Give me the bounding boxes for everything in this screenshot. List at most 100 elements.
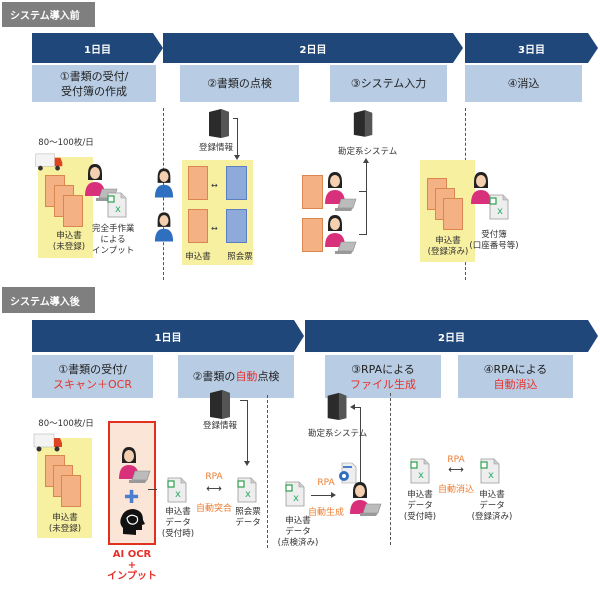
application-data-received-label: 申込書データ(受付時) bbox=[402, 490, 438, 523]
manual-input-label: 完全手作業によるインプット bbox=[92, 224, 135, 257]
text: (口座番号等) bbox=[469, 241, 519, 251]
truck-icon bbox=[33, 432, 63, 452]
excel-file-icon: x bbox=[285, 480, 305, 508]
application-data-registered-label: 申込書データ(登録済み) bbox=[470, 490, 514, 523]
operator-icon bbox=[324, 170, 346, 204]
arrow-head bbox=[363, 158, 369, 163]
step-label-highlight: 自動消込 bbox=[493, 377, 538, 391]
inquiry-form-label: 照会票 bbox=[227, 252, 253, 262]
text: (登録済み) bbox=[427, 247, 469, 257]
excel-file-icon: x bbox=[237, 476, 257, 504]
text: (受付時) bbox=[403, 512, 437, 522]
step-label: ①書類の受付/ bbox=[59, 69, 129, 83]
text: 申込書 bbox=[52, 513, 78, 523]
laptop-icon bbox=[335, 241, 357, 255]
day-2-bar: 2日目 bbox=[163, 33, 463, 63]
step-1-box: ①書類の受付/ スキャン＋OCR bbox=[32, 355, 153, 398]
application-data-received-label: 申込書データ(受付時) bbox=[160, 507, 196, 540]
inquiry-doc-icon bbox=[226, 209, 247, 243]
day-1-bar: 1日目 bbox=[32, 320, 304, 352]
svg-text:x: x bbox=[293, 493, 299, 504]
auto-generate-label: 自動生成 bbox=[308, 508, 345, 518]
step-4-box: ④RPAによる 自動消込 bbox=[458, 355, 573, 398]
auto-reconcile-label: 自動消込 bbox=[437, 485, 474, 495]
connector-line bbox=[359, 191, 367, 192]
bidirectional-arrow-icon: ⟷ bbox=[206, 482, 222, 495]
divider bbox=[267, 395, 268, 548]
application-registered-label: 申込書(登録済み) bbox=[424, 236, 472, 258]
section-tag-before: システム導入前 bbox=[2, 2, 95, 27]
svg-text:x: x bbox=[115, 204, 121, 215]
registration-info-label: 登録情報 bbox=[202, 421, 237, 431]
step-3-box: ③RPAによる ファイル生成 bbox=[325, 355, 441, 398]
connector-line bbox=[247, 400, 248, 462]
step-label: ③システム入力 bbox=[350, 77, 427, 90]
accounting-system-label: 勘定系システム bbox=[338, 147, 398, 157]
arrow-head bbox=[234, 155, 240, 160]
document-icon bbox=[63, 195, 83, 227]
checker-icon bbox=[154, 166, 174, 198]
accounting-system-label: 勘定系システム bbox=[308, 429, 368, 439]
connector-line bbox=[366, 162, 367, 234]
excel-file-icon: x bbox=[489, 194, 509, 220]
svg-text:x: x bbox=[245, 489, 251, 500]
step-label: ④消込 bbox=[507, 77, 540, 90]
step-3-box: ③システム入力 bbox=[330, 65, 447, 102]
step-label: ②書類の点検 bbox=[207, 77, 272, 90]
rpa-label: RPA bbox=[447, 455, 465, 465]
volume-label: 80～100枚/日 bbox=[38, 138, 94, 148]
text: (受付時) bbox=[161, 529, 195, 539]
compare-arrow-icon: ↔ bbox=[211, 224, 218, 233]
server-icon bbox=[205, 108, 233, 138]
text: + bbox=[127, 560, 137, 571]
plus-icon: ✚ bbox=[124, 487, 140, 508]
divider bbox=[390, 393, 391, 545]
application-unregistered-label: 申込書(未登録) bbox=[44, 513, 86, 535]
ai-ocr-label: AI OCR+インプット bbox=[100, 549, 164, 582]
text: データ bbox=[285, 527, 311, 537]
text: 受付簿 bbox=[481, 230, 507, 240]
gear-document-icon bbox=[337, 462, 357, 484]
connector-line bbox=[311, 495, 331, 496]
text: データ bbox=[235, 518, 261, 528]
step-label: ②書類の bbox=[192, 370, 236, 383]
connector-line bbox=[237, 118, 238, 156]
server-icon bbox=[325, 392, 349, 420]
rpa-label: RPA bbox=[205, 472, 223, 482]
application-doc-icon bbox=[188, 209, 208, 243]
text: による bbox=[100, 235, 126, 245]
arrow-head bbox=[244, 461, 250, 466]
step-label-highlight: 自動 bbox=[235, 370, 258, 383]
text: インプット bbox=[107, 571, 157, 582]
text: 完全手作業 bbox=[92, 224, 135, 234]
text: 申込書 bbox=[285, 516, 311, 526]
connector-line bbox=[352, 407, 360, 408]
connector-line bbox=[148, 489, 157, 490]
step-4-box: ④消込 bbox=[465, 65, 582, 102]
text: AI OCR bbox=[112, 549, 152, 560]
svg-text:x: x bbox=[418, 470, 424, 481]
arrow-head bbox=[350, 404, 355, 410]
text: 申込書 bbox=[435, 236, 461, 246]
step-label: 点検 bbox=[257, 370, 280, 383]
step-2-box: ②書類の自動点検 bbox=[178, 355, 294, 398]
step-label: ③RPAによる bbox=[351, 362, 415, 376]
document-icon bbox=[443, 198, 463, 230]
volume-label: 80～100枚/日 bbox=[38, 419, 94, 429]
svg-text:x: x bbox=[488, 470, 494, 481]
server-icon bbox=[208, 389, 232, 419]
text: データ bbox=[479, 501, 505, 511]
excel-file-icon: x bbox=[167, 476, 187, 504]
truck-icon bbox=[34, 152, 64, 171]
document-icon bbox=[302, 218, 323, 252]
laptop-icon bbox=[129, 470, 151, 484]
excel-file-icon: x bbox=[480, 457, 500, 485]
operator-icon bbox=[84, 162, 106, 196]
excel-file-icon: x bbox=[410, 457, 430, 485]
checker-icon bbox=[154, 210, 174, 242]
ai-brain-head-icon bbox=[119, 508, 145, 536]
step-label-highlight: ファイル生成 bbox=[350, 377, 416, 391]
document-icon bbox=[302, 175, 323, 209]
document-icon bbox=[61, 475, 81, 507]
section-tag-after: システム導入後 bbox=[2, 287, 95, 313]
